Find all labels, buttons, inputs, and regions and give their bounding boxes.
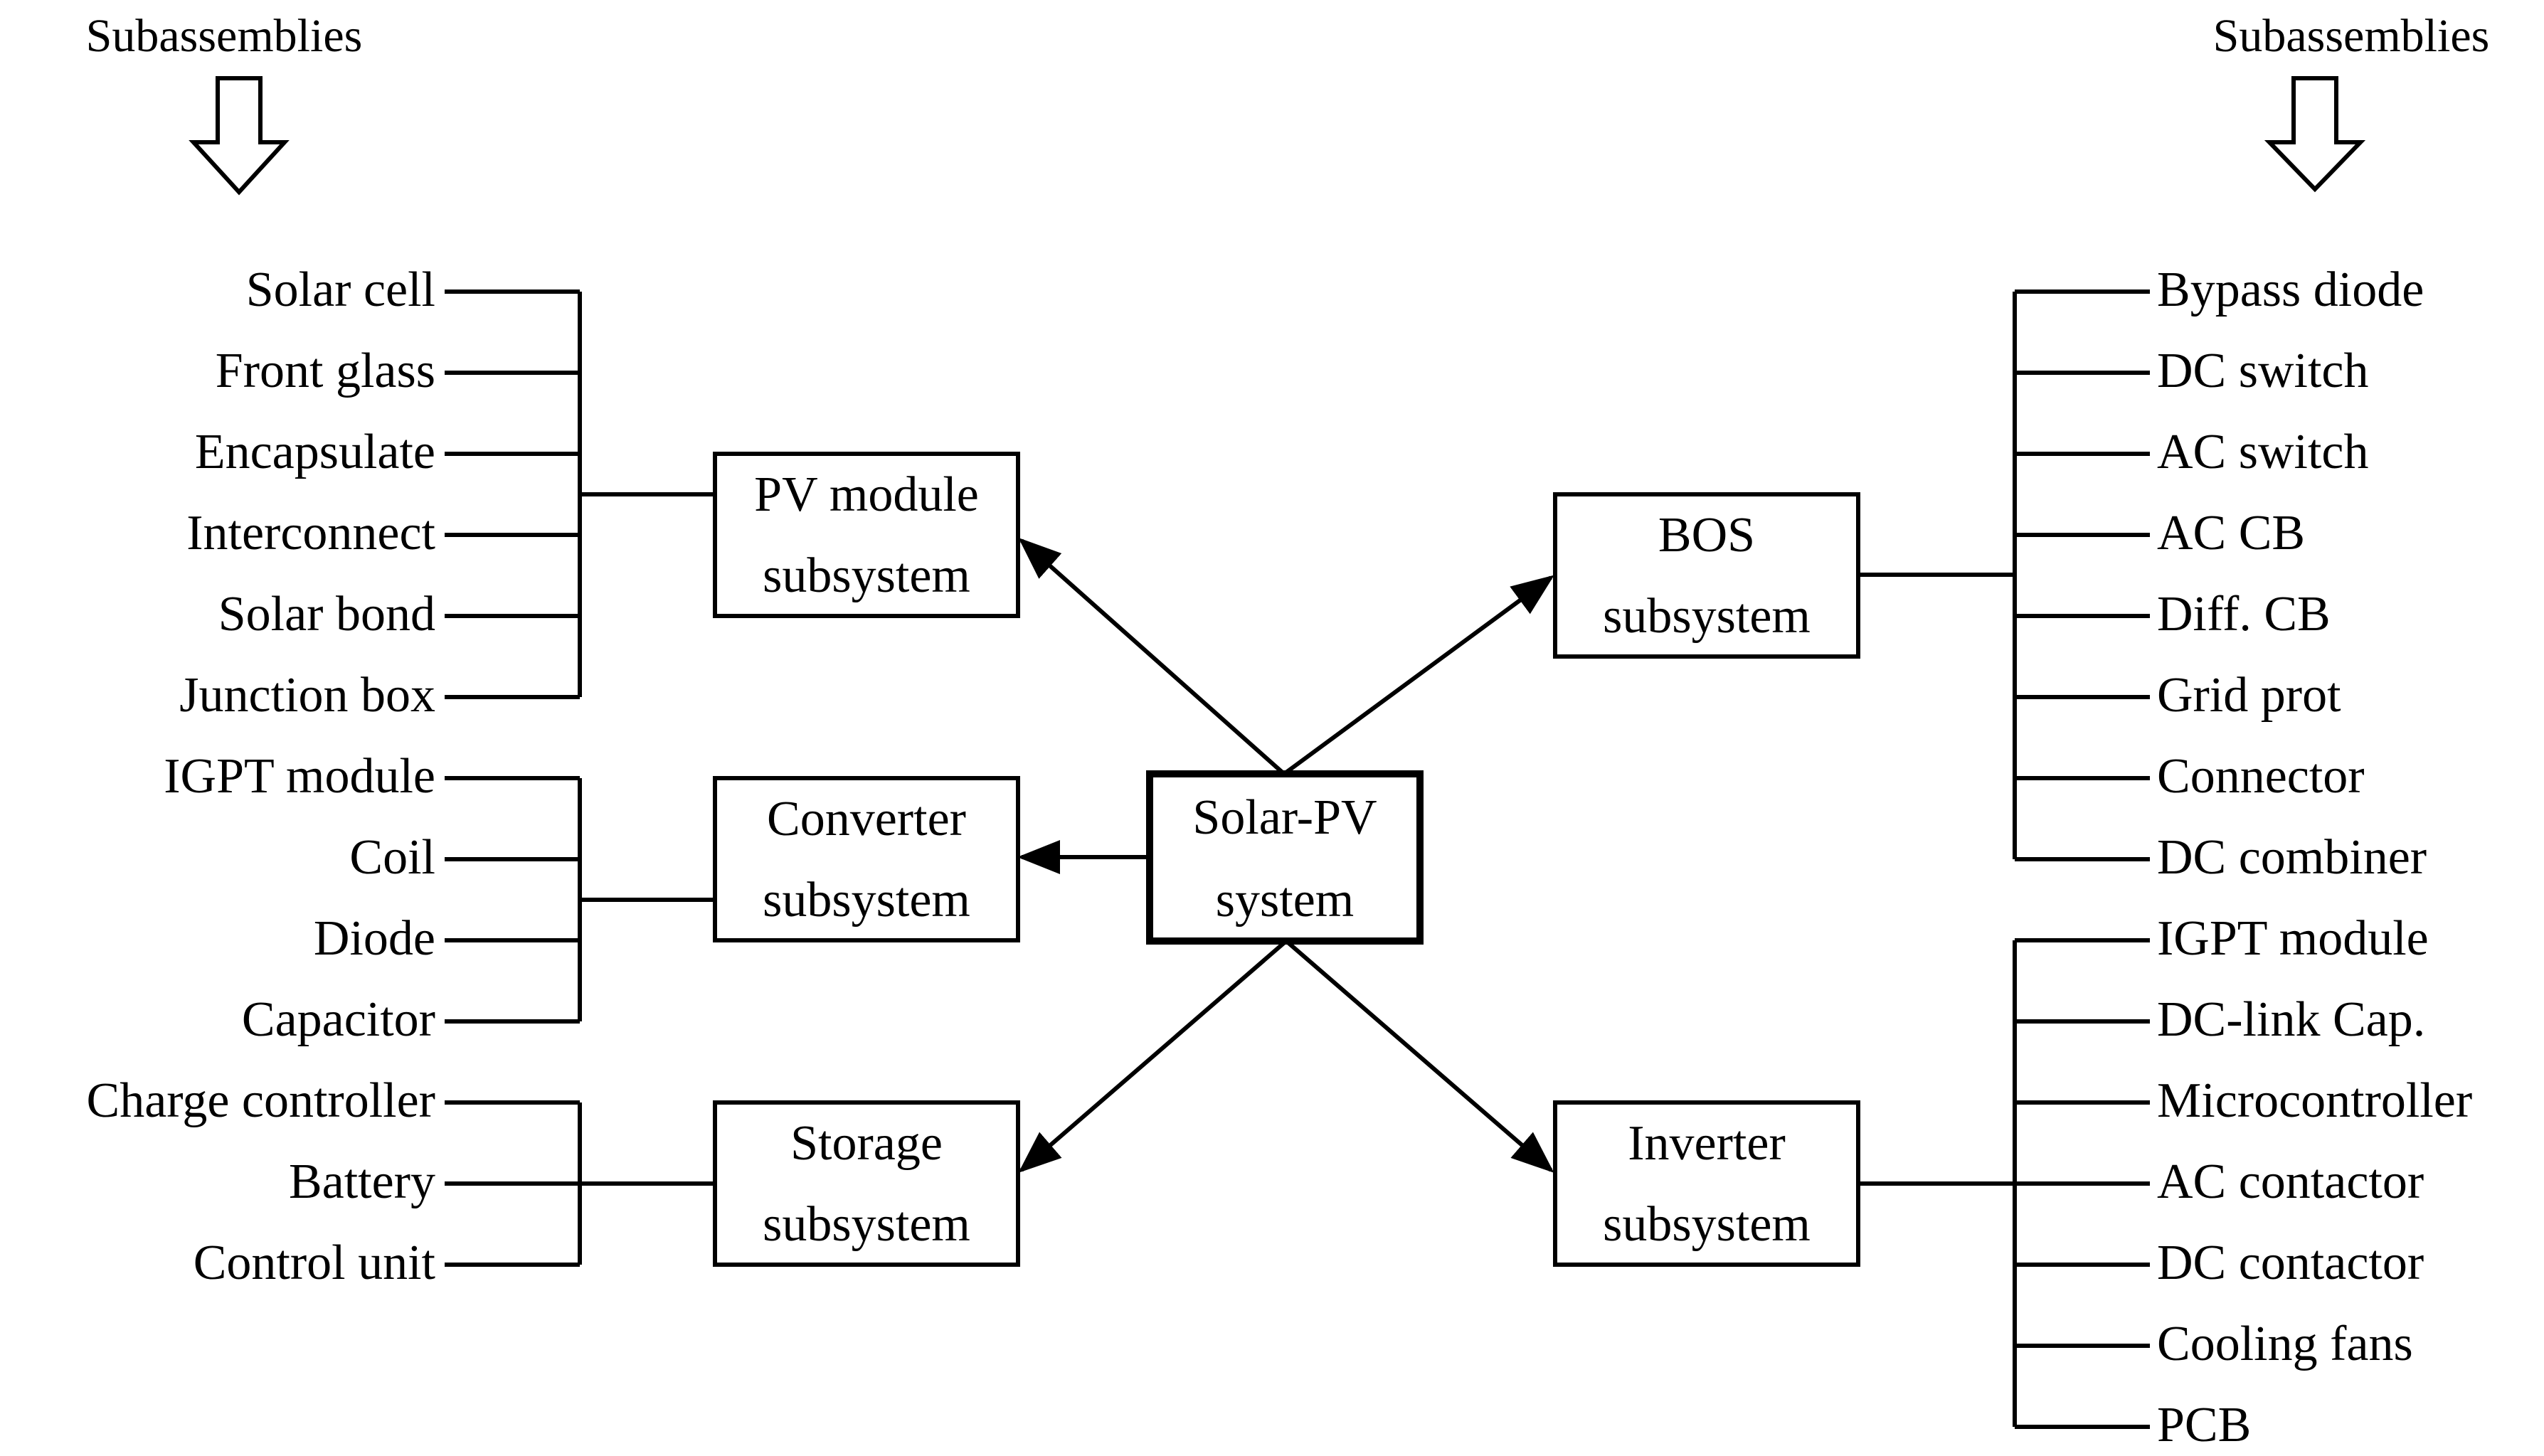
solar-pv-label-line2: system [1216, 873, 1354, 928]
pv-module-label-line1: PV module [754, 467, 979, 522]
leaf-item: DC combiner [2157, 830, 2427, 885]
converter-tree [445, 776, 715, 1024]
leaf-item: DC contactor [2157, 1236, 2424, 1290]
leaf-item: Encapsulate [195, 425, 435, 479]
storage-tree [445, 1100, 715, 1267]
storage-label-line1: Storage [790, 1116, 943, 1171]
leaf-item: Diff. CB [2157, 587, 2331, 642]
leaf-item: Bypass diode [2157, 262, 2424, 317]
bos-items: Bypass diode DC switch AC switch AC CB D… [2157, 262, 2427, 885]
inverter-label-line1: Inverter [1628, 1116, 1786, 1171]
converter-items: IGPT module Coil Diode Capacitor [164, 749, 435, 1047]
leaf-item: DC-link Cap. [2157, 992, 2425, 1047]
right-hollow-down-arrow [2264, 76, 2366, 193]
pv-module-items: Solar cell Front glass Encapsulate Inter… [179, 262, 435, 723]
solar-pv-label-line1: Solar-PV [1192, 790, 1377, 845]
leaf-item: Battery [289, 1154, 435, 1209]
leaf-item: Grid prot [2157, 668, 2341, 723]
pv-module-tree [445, 289, 715, 699]
converter-subsystem-box: Converter subsystem [713, 776, 1020, 942]
arrow-to-inverter [1285, 939, 1554, 1173]
leaf-item: Control unit [194, 1236, 436, 1290]
leaf-item: Front glass [216, 344, 435, 398]
pv-module-subsystem-box: PV module subsystem [713, 452, 1020, 618]
leaf-item: Interconnect [186, 506, 435, 560]
bos-label-line1: BOS [1658, 508, 1755, 563]
storage-subsystem-box: Storage subsystem [713, 1100, 1020, 1267]
leaf-item: Junction box [179, 668, 435, 723]
converter-label-line2: subsystem [763, 873, 970, 928]
leaf-item: AC switch [2157, 425, 2369, 479]
leaf-item: Diode [314, 911, 435, 966]
inverter-items: IGPT module DC-link Cap. Microcontroller… [2157, 911, 2472, 1452]
bos-tree [1858, 289, 2150, 861]
leaf-item: Capacitor [242, 992, 435, 1047]
leaf-item: Charge controller [87, 1073, 435, 1128]
converter-label-line1: Converter [767, 792, 966, 846]
leaf-item: Connector [2157, 749, 2365, 804]
leaf-item: Microcontroller [2157, 1073, 2472, 1128]
solar-pv-system-box: Solar-PV system [1146, 770, 1424, 945]
inverter-tree [1858, 938, 2150, 1429]
arrow-to-storage [1018, 939, 1288, 1173]
leaf-item: Coil [349, 830, 435, 885]
inverter-label-line2: subsystem [1603, 1197, 1811, 1252]
leaf-item: IGPT module [164, 749, 435, 804]
leaf-item: AC CB [2157, 506, 2305, 560]
storage-items: Charge controller Battery Control unit [87, 1073, 436, 1290]
leaf-item: Solar bond [218, 587, 435, 642]
bos-subsystem-box: BOS subsystem [1553, 492, 1860, 659]
inverter-subsystem-box: Inverter subsystem [1553, 1100, 1860, 1267]
left-subassemblies-heading: Subassemblies [86, 10, 363, 62]
arrow-to-pv-module [1018, 538, 1286, 776]
leaf-item: Cooling fans [2157, 1317, 2413, 1371]
right-subassemblies-heading: Subassemblies [2213, 10, 2490, 62]
bos-label-line2: subsystem [1603, 589, 1811, 644]
leaf-item: AC contactor [2157, 1154, 2424, 1209]
pv-module-label-line2: subsystem [763, 548, 970, 603]
leaf-item: DC switch [2157, 344, 2369, 398]
leaf-item: Solar cell [246, 262, 435, 317]
left-hollow-down-arrow [189, 76, 290, 196]
arrow-to-bos [1283, 575, 1554, 776]
storage-label-line2: subsystem [763, 1197, 970, 1252]
leaf-item: IGPT module [2157, 911, 2429, 966]
leaf-item: PCB [2157, 1398, 2251, 1452]
